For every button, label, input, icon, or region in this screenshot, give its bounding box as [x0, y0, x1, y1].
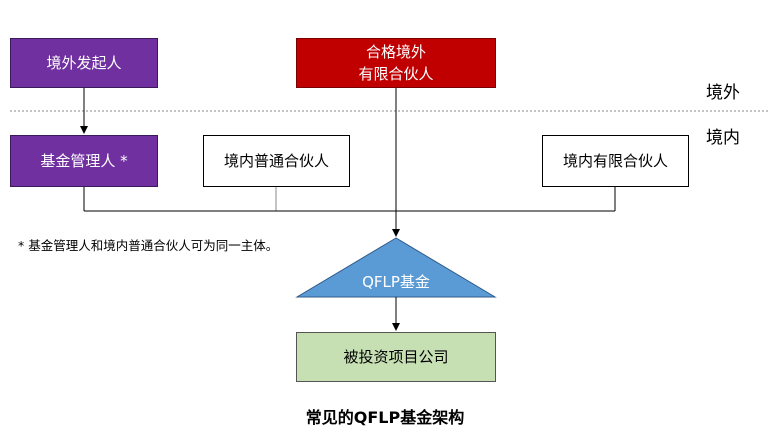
footnote: * 基金管理人和境内普通合伙人可为同一主体。	[18, 238, 279, 253]
node-fund-manager: 基金管理人 *	[10, 135, 158, 187]
node-qualified-foreign-lp: 合格境外 有限合伙人	[296, 38, 496, 88]
node-foreign-sponsor: 境外发起人	[10, 38, 158, 88]
node-domestic-lp: 境内有限合伙人	[542, 135, 689, 187]
node-domestic-gp: 境内普通合伙人	[203, 135, 350, 187]
zone-label-onshore: 境内	[706, 128, 740, 148]
node-domestic-gp-label: 境内普通合伙人	[223, 152, 329, 170]
node-foreign-sponsor-label: 境外发起人	[46, 54, 122, 72]
qflp-fund-label: QFLP基金	[362, 273, 430, 291]
diagram-caption: 常见的QFLP基金架构	[305, 408, 465, 427]
zone-label-offshore: 境外	[706, 83, 740, 103]
node-qualified-foreign-lp-label: 合格境外 有限合伙人	[358, 43, 434, 83]
node-portfolio-company: 被投资项目公司	[296, 332, 496, 382]
node-portfolio-company-label: 被投资项目公司	[343, 348, 449, 366]
node-fund-manager-label: 基金管理人 *	[40, 152, 128, 170]
node-domestic-lp-label: 境内有限合伙人	[562, 152, 668, 170]
